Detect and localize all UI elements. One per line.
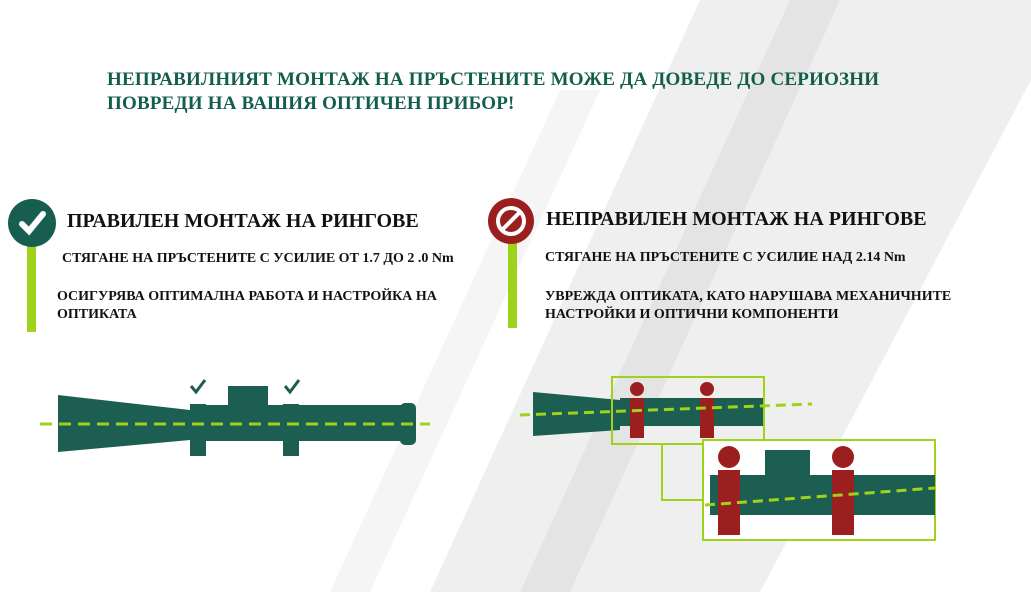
incorrect-scope-small: [519, 376, 813, 445]
correct-accent-bar: [27, 240, 36, 332]
incorrect-scope-large: [661, 439, 936, 541]
incorrect-accent-bar: [508, 240, 517, 328]
correct-result-line-1: ОСИГУРЯВА ОПТИМАЛНА РАБОТА И НАСТРОЙКА Н…: [57, 289, 437, 304]
correct-result: ОСИГУРЯВА ОПТИМАЛНА РАБОТА И НАСТРОЙКА Н…: [57, 288, 437, 324]
page-title: НЕПРАВИЛНИЯТ МОНТАЖ НА ПРЪСТЕНИТЕ МОЖЕ Д…: [107, 68, 879, 116]
incorrect-torque: СТЯГАНЕ НА ПРЪСТЕНИТЕ С УСИЛИЕ НАД 2.14 …: [545, 250, 906, 265]
check-icon: [8, 199, 56, 247]
correct-heading: ПРАВИЛЕН МОНТАЖ НА РИНГОВЕ: [67, 210, 419, 232]
incorrect-result-line-2: НАСТРОЙКИ И ОПТИЧНИ КОМПОНЕНТИ: [545, 307, 839, 322]
incorrect-heading: НЕПРАВИЛЕН МОНТАЖ НА РИНГОВЕ: [546, 208, 927, 230]
prohibited-icon: [488, 198, 534, 244]
incorrect-result-line-1: УВРЕЖДА ОПТИКАТА, КАТО НАРУШАВА МЕХАНИЧН…: [545, 289, 952, 304]
incorrect-result: УВРЕЖДА ОПТИКАТА, КАТО НАРУШАВА МЕХАНИЧН…: [545, 288, 951, 324]
check-icon: [283, 379, 301, 395]
title-line-2: ПОВРЕДИ НА ВАШИЯ ОПТИЧЕН ПРИБОР!: [107, 93, 515, 114]
correct-scope: [40, 379, 430, 456]
correct-torque: СТЯГАНЕ НА ПРЪСТЕНИТЕ С УСИЛИЕ ОТ 1.7 ДО…: [62, 251, 454, 266]
correct-result-line-2: ОПТИКАТА: [57, 307, 137, 322]
title-line-1: НЕПРАВИЛНИЯТ МОНТАЖ НА ПРЪСТЕНИТЕ МОЖЕ Д…: [107, 69, 880, 90]
check-icon: [189, 379, 207, 395]
